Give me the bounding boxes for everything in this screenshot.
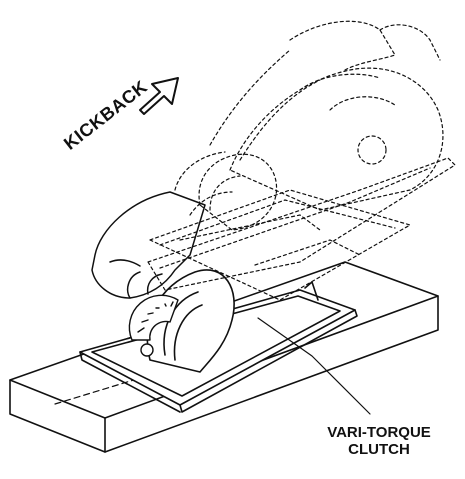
clutch-label-line-2: CLUTCH <box>348 441 410 458</box>
kickback-ghost-outline <box>147 20 456 301</box>
vari-torque-clutch-label: VARI-TORQUE CLUTCH <box>312 424 446 458</box>
clutch-label-line-1: VARI-TORQUE <box>327 424 431 441</box>
clutch-leader-line <box>257 317 371 415</box>
kickback-arrow-icon <box>139 77 179 115</box>
hand <box>91 191 206 299</box>
bevel-scale <box>128 294 179 357</box>
